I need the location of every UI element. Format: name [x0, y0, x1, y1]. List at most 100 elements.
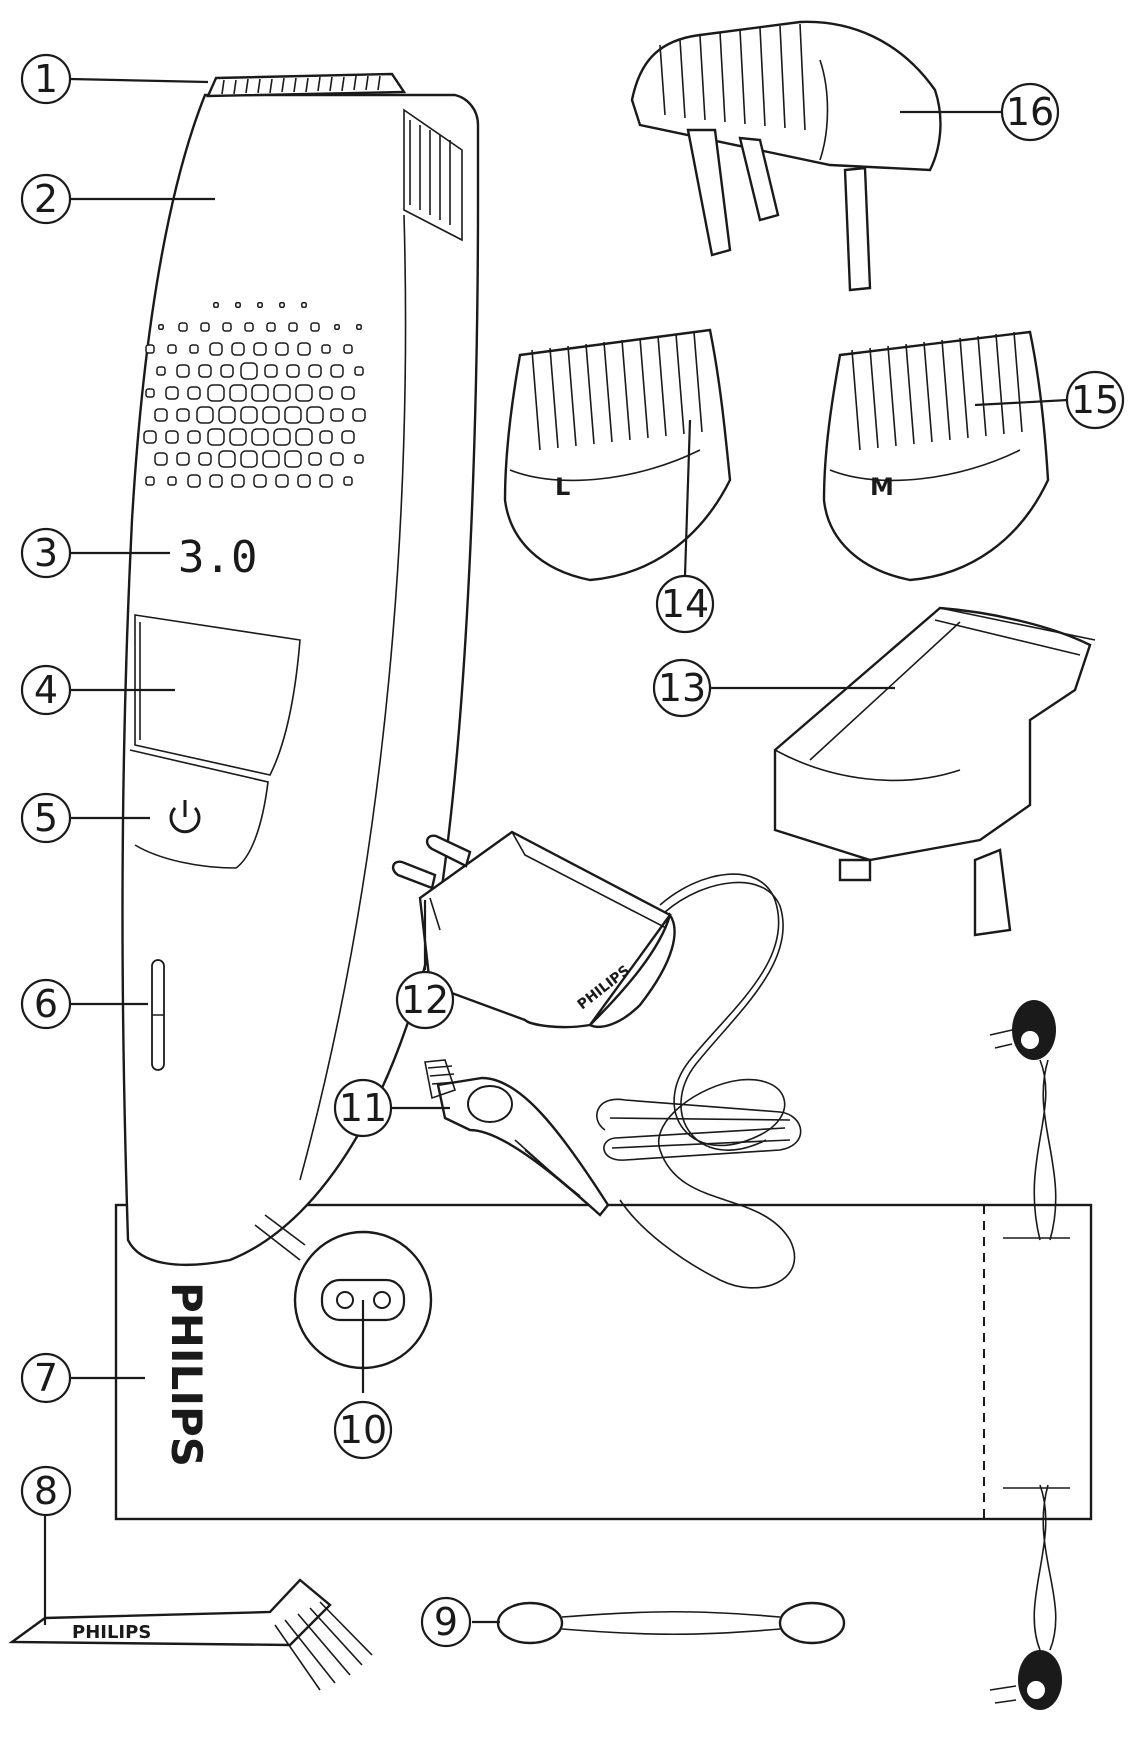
grip-dot — [187, 430, 201, 444]
grip-dot — [321, 344, 331, 354]
svg-text:1: 1 — [34, 57, 58, 101]
grip-dot — [275, 474, 289, 488]
svg-text:4: 4 — [34, 668, 58, 712]
pouch: PHILIPS — [114, 1000, 1093, 1710]
grip-dot — [319, 474, 333, 488]
callout-1: 1 — [20, 53, 72, 105]
grip-dot — [189, 344, 199, 354]
grip-dot — [356, 324, 362, 330]
grip-dot — [231, 474, 245, 488]
zoom-wheel-panel — [134, 614, 301, 776]
svg-text:16: 16 — [1006, 90, 1054, 134]
callout-10: 10 — [333, 1400, 393, 1460]
svg-text:3: 3 — [34, 531, 58, 575]
grip-dot — [251, 428, 269, 446]
callout-7: 7 — [20, 1352, 72, 1404]
power-adapter: PHILIPS — [391, 830, 802, 1289]
callout-12: 12 — [395, 970, 455, 1030]
grip-dot — [295, 384, 313, 402]
grip-dot — [297, 474, 311, 488]
grip-dot — [319, 386, 333, 400]
grip-dot — [341, 386, 355, 400]
grip-dot — [154, 452, 168, 466]
svg-text:13: 13 — [658, 666, 706, 710]
grip-dot — [176, 364, 190, 378]
grip-dot — [330, 452, 344, 466]
leader-lines — [43, 77, 1069, 1625]
grip-dot — [288, 322, 298, 332]
svg-text:14: 14 — [661, 582, 709, 626]
grip-dot — [176, 452, 190, 466]
power-icon — [169, 800, 201, 834]
grip-dot — [145, 344, 155, 354]
grip-dot — [218, 450, 236, 468]
grip-dot — [273, 384, 291, 402]
socket-detail — [254, 1214, 433, 1393]
guard-comb-l: L — [503, 328, 732, 582]
grip-dot — [275, 342, 289, 356]
callout-9: 9 — [420, 1596, 472, 1648]
grip-dot — [213, 302, 219, 308]
cutting-blade — [206, 72, 407, 98]
grip-dot — [145, 476, 155, 486]
callout-13: 13 — [652, 658, 712, 718]
grip-dot — [262, 406, 280, 424]
grip-dot — [279, 302, 285, 308]
grip-dot — [343, 344, 353, 354]
svg-text:7: 7 — [34, 1356, 58, 1400]
grip-dot — [330, 364, 344, 378]
grip-dot — [286, 364, 300, 378]
brush-brand: PHILIPS — [72, 1622, 151, 1643]
grip-dot — [207, 428, 225, 446]
grip-dot — [187, 386, 201, 400]
cleaning-tool — [496, 1601, 846, 1645]
grip-dot — [240, 406, 258, 424]
grip-dot — [222, 322, 232, 332]
svg-text:11: 11 — [339, 1086, 387, 1130]
grip-dot — [354, 454, 364, 464]
grip-dot — [218, 406, 236, 424]
length-display: 3.0 — [178, 532, 257, 583]
grip-dot — [165, 430, 179, 444]
grip-dot — [198, 364, 212, 378]
grip-dot — [264, 364, 278, 378]
grip-dot — [262, 450, 280, 468]
pouch-brand-logo: PHILIPS — [162, 1282, 211, 1467]
grip-dot — [207, 384, 225, 402]
grip-dot — [341, 430, 355, 444]
grip-dot — [284, 406, 302, 424]
grip-pattern — [143, 302, 366, 488]
grip-dot — [308, 364, 322, 378]
grip-dot — [167, 344, 177, 354]
grip-dot — [244, 322, 254, 332]
grip-dot — [266, 322, 276, 332]
grip-dot — [330, 408, 344, 422]
svg-text:12: 12 — [401, 978, 449, 1022]
grip-dot — [167, 476, 177, 486]
grip-dot — [273, 428, 291, 446]
callout-14: 14 — [655, 574, 715, 634]
grip-dot — [334, 324, 340, 330]
svg-text:5: 5 — [34, 796, 58, 840]
grip-dot — [154, 408, 168, 422]
comb-letter-m: M — [870, 473, 894, 501]
grip-dot — [145, 388, 155, 398]
grip-dot — [251, 384, 269, 402]
grip-dot — [200, 322, 210, 332]
precision-trimmer-head — [773, 606, 1096, 937]
grip-dot — [229, 384, 247, 402]
grip-dot — [240, 362, 258, 380]
grip-dot — [187, 474, 201, 488]
svg-text:6: 6 — [34, 982, 58, 1026]
grip-dot — [231, 342, 245, 356]
beard-comb-attachment — [630, 20, 942, 292]
grip-dot — [354, 366, 364, 376]
grip-dot — [220, 364, 234, 378]
grip-dot — [301, 302, 307, 308]
callout-2: 2 — [20, 173, 72, 225]
callout-16: 16 — [1000, 82, 1060, 142]
svg-text:10: 10 — [339, 1408, 387, 1452]
grip-dot — [352, 408, 366, 422]
callout-11: 11 — [333, 1078, 393, 1138]
